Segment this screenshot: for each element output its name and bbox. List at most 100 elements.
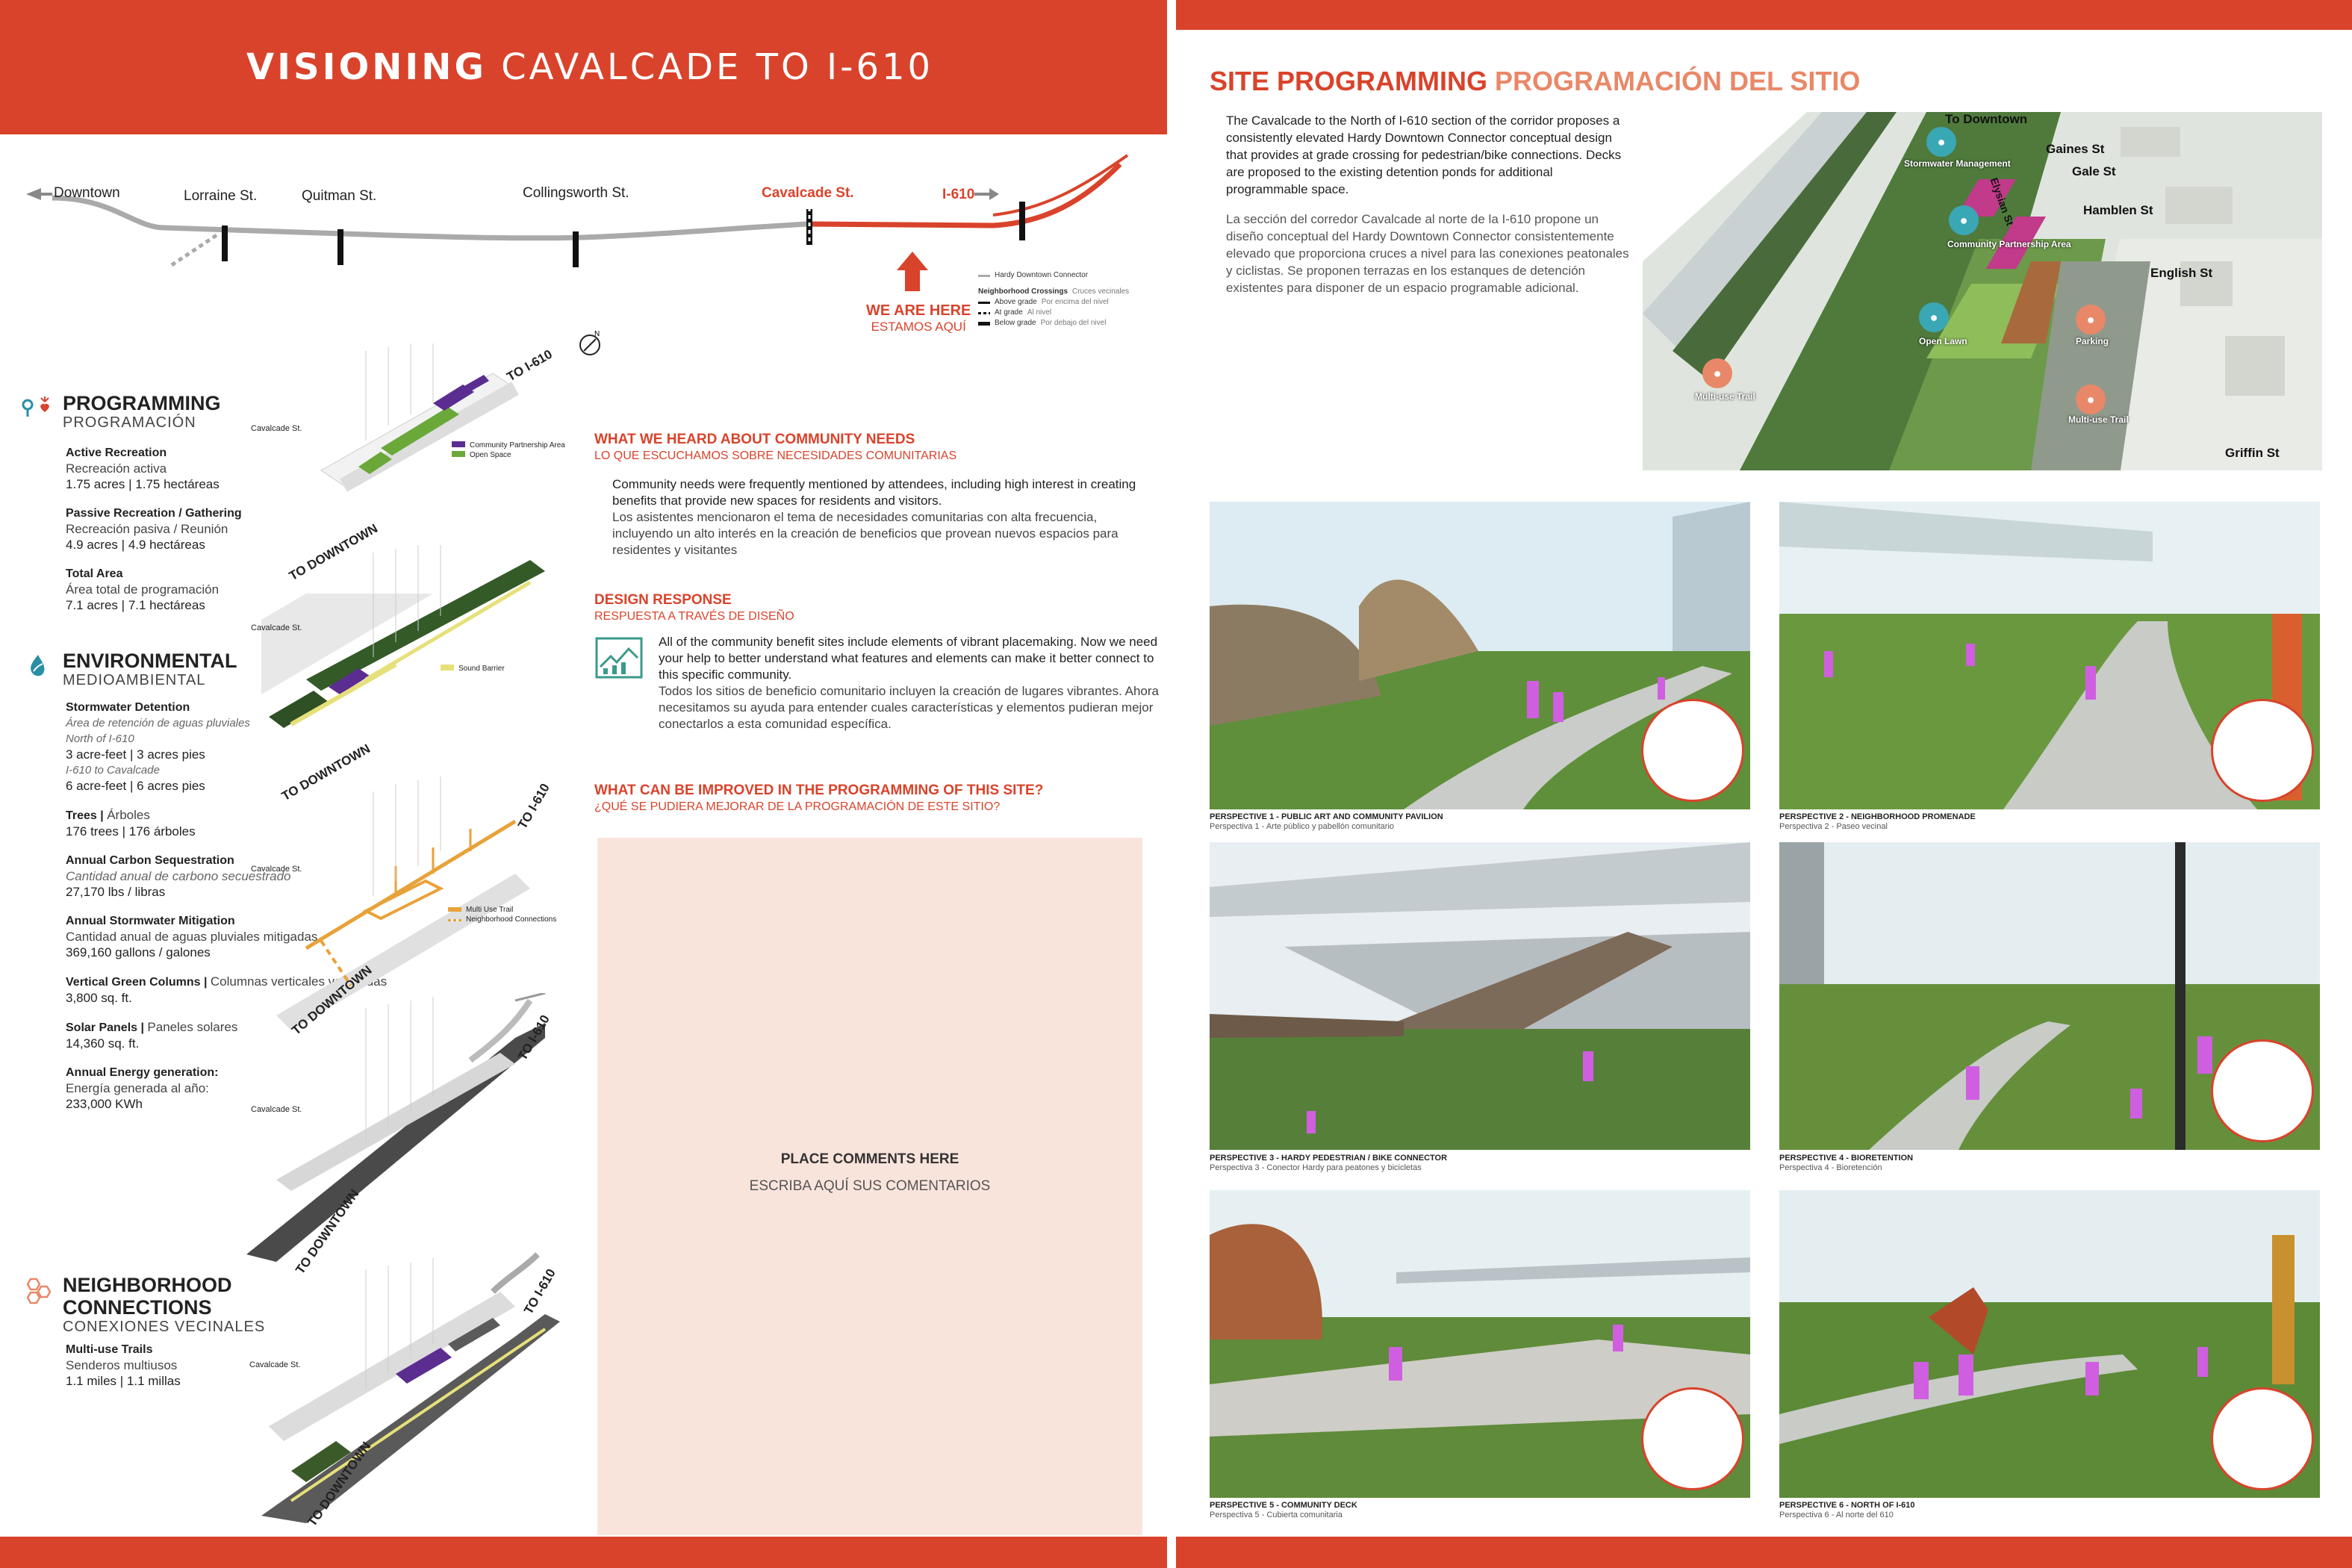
site-description: The Cavalcade to the North of I-610 sect…: [1226, 113, 1622, 196]
crossing-quitman: [337, 229, 343, 265]
perspective-6-caption: PERSPECTIVE 6 - NORTH OF I-610 Perspecti…: [1779, 1501, 1915, 1520]
metric-solar: Solar Panels | Paneles solares 14,360 sq…: [66, 1019, 387, 1051]
metric-value: 3,800 sq. ft.: [66, 991, 132, 1005]
heard-title: WHAT WE HEARD ABOUT COMMUNITY NEEDS: [594, 432, 915, 447]
neighborhood-title-1: NEIGHBORHOOD: [63, 1274, 232, 1296]
crossing-cavalcade: [806, 209, 812, 245]
environmental-section: ENVIRONMENTAL MEDIOAMBIENTAL Stormwater …: [21, 650, 387, 1112]
perspective-5-title: PERSPECTIVE 5 - COMMUNITY DECK: [1210, 1501, 1357, 1510]
design-title-es: RESPUESTA A TRAVÉS DE DISEÑO: [594, 610, 794, 623]
pin-label-trail-2: Multi-use Trail: [2068, 414, 2129, 425]
i610-arrow-icon: [974, 188, 999, 200]
metric-value: 4.9 acres |: [66, 538, 125, 552]
perspective-4-title: PERSPECTIVE 4 - BIORETENTION: [1779, 1154, 1914, 1163]
legend-partnership: Community Partnership Area: [470, 441, 565, 449]
metric-label: Stormwater Detention: [66, 701, 190, 714]
axo-diagram-trails: [276, 777, 530, 1030]
metric-active-recreation: Active Recreation Recreación activa 1.75…: [66, 445, 242, 492]
street-griffin: Griffin St: [2225, 446, 2280, 460]
metric-label: Solar Panels |: [66, 1021, 144, 1034]
page-gutter: [1167, 0, 1176, 1568]
route-label-lorraine: Lorraine St.: [184, 188, 258, 204]
pin-label-community: Community Partnership Area: [1947, 239, 2071, 249]
perspective-4: [1779, 842, 2320, 1150]
footer-bar: [0, 1537, 2352, 1568]
perspective-3-title-es: Perspectiva 3 - Conector Hardy para peat…: [1210, 1163, 1422, 1172]
axo2-cavalcade: Cavalcade St.: [251, 623, 302, 632]
axo-diagram-programming: [320, 343, 519, 492]
corridor-line: [52, 195, 807, 241]
legend-crossings-title-es: Cruces vecinales: [1072, 287, 1130, 296]
programming-section: PROGRAMMING PROGRAMACIÓN Active Recreati…: [21, 392, 242, 613]
metric-label-es: Recreación pasiva / Reunión: [66, 522, 228, 536]
lawn-pin-icon: ●: [1919, 302, 1949, 332]
page-title-bold: VISIONING: [246, 46, 487, 88]
site-programming-title: SITE PROGRAMMING PROGRAMACIÓN DEL SITIO: [1210, 66, 1860, 97]
metric-label: Annual Carbon Sequestration: [66, 854, 234, 867]
perspective-2: [1779, 502, 2320, 809]
axo4-cavalcade: Cavalcade St.: [251, 1105, 302, 1114]
programming-icon: [21, 392, 55, 426]
perspective-1: [1210, 502, 1750, 809]
header-bar-left: [0, 0, 1176, 134]
axo3-legend: Multi Use Trail Neighborhood Connections: [448, 905, 556, 924]
metric-carbon: Annual Carbon Sequestration Cantidad anu…: [66, 853, 387, 900]
metric-label: Multi-use Trails: [66, 1343, 153, 1356]
metric-label: Trees |: [66, 809, 104, 822]
axo1-legend: Community Partnership Area Open Space: [452, 441, 565, 460]
perspective-4-title-es: Perspectiva 4 - Bioretención: [1779, 1163, 1882, 1172]
metric-mitigation: Annual Stormwater Mitigation Cantidad an…: [66, 913, 387, 960]
comment-prompt: PLACE COMMENTS HERE: [780, 1151, 959, 1167]
route-label-collingsworth: Collingsworth St.: [523, 185, 629, 201]
legend-crossings-title: Neighborhood Crossings: [978, 287, 1068, 296]
comment-prompt-es: ESCRIBA AQUÍ SUS COMENTARIOS: [749, 1178, 991, 1194]
key-map-icon: [1641, 699, 1744, 802]
axo3-cavalcade: Cavalcade St.: [251, 865, 302, 874]
design-text: All of the community benefit sites inclu…: [659, 635, 1158, 682]
parking-pin-icon: ●: [2076, 305, 2106, 335]
perspective-5-title-es: Perspectiva 5 - Cubierta comunitaria: [1210, 1511, 1343, 1519]
pin-label-trail-1: Multi-use Trail: [1695, 391, 1755, 402]
axo-diagram-environmental: [261, 545, 545, 728]
metric-sublabel: North of I-610: [66, 732, 134, 745]
comment-area[interactable]: PLACE COMMENTS HERE ESCRIBA AQUÍ SUS COM…: [597, 838, 1142, 1535]
metric-value: 27,170 lbs /: [66, 885, 131, 899]
legend-open-space: Open Space: [470, 451, 511, 459]
perspective-2-title-es: Perspectiva 2 - Paseo vecinal: [1779, 822, 1888, 831]
route-label-quitman: Quitman St.: [302, 188, 377, 204]
programming-title: PROGRAMMING: [63, 392, 221, 414]
header-bar-right: [1176, 0, 2352, 30]
svg-text:N: N: [594, 330, 600, 338]
crossing-i610: [1019, 202, 1025, 240]
design-text-es: Todos los sitios de beneficio comunitari…: [659, 684, 1159, 731]
site-title-es: PROGRAMACIÓN DEL SITIO: [1495, 66, 1861, 96]
axo5-cavalcade: Cavalcade St.: [249, 1360, 301, 1369]
metric-label: Annual Stormwater Mitigation: [66, 915, 235, 927]
metric-value-es: 7.1 hectáreas: [128, 598, 205, 612]
perspective-6-title-es: Perspectiva 6 - Al norte del 610: [1779, 1511, 1894, 1519]
pin-label-lawn: Open Lawn: [1919, 336, 1967, 346]
legend-above-es: Por encima del nivel: [1041, 298, 1109, 306]
axo1-cavalcade: Cavalcade St.: [251, 424, 302, 433]
metric-total-area: Total Area Área total de programación 7.…: [66, 566, 242, 613]
page-title: VISIONING CAVALCADE TO I-610: [246, 46, 933, 88]
metric-label-es: Senderos multiusos: [66, 1358, 178, 1372]
metric-value: 1.75 acres |: [66, 477, 132, 491]
downtown-arrow-icon: [26, 188, 41, 200]
perspective-5: [1210, 1190, 1750, 1498]
metric-value-es: libras: [134, 885, 166, 899]
metric-label-es: Recreación activa: [66, 461, 167, 476]
metric-label: Passive Recreation / Gathering: [66, 507, 242, 520]
metric-energy: Annual Energy generation: Energía genera…: [66, 1065, 387, 1112]
environmental-title-es: MEDIOAMBIENTAL: [63, 672, 206, 688]
community-pin-icon: ●: [1949, 205, 1979, 235]
axo-diagram-neighborhood: [261, 1252, 560, 1523]
legend-connections: Neighborhood Connections: [466, 915, 557, 924]
metric-value-es: 1.75 hectáreas: [135, 477, 220, 491]
key-map-icon: [2211, 1039, 2314, 1142]
perspective-4-caption: PERSPECTIVE 4 - BIORETENTION Perspectiva…: [1779, 1154, 1913, 1173]
metric-value: 1.1 miles |: [66, 1374, 124, 1388]
legend-trail: Multi Use Trail: [466, 906, 514, 914]
pin-label-stormwater: Stormwater Management: [1904, 158, 2011, 169]
legend-above: Above grade: [995, 298, 1037, 306]
